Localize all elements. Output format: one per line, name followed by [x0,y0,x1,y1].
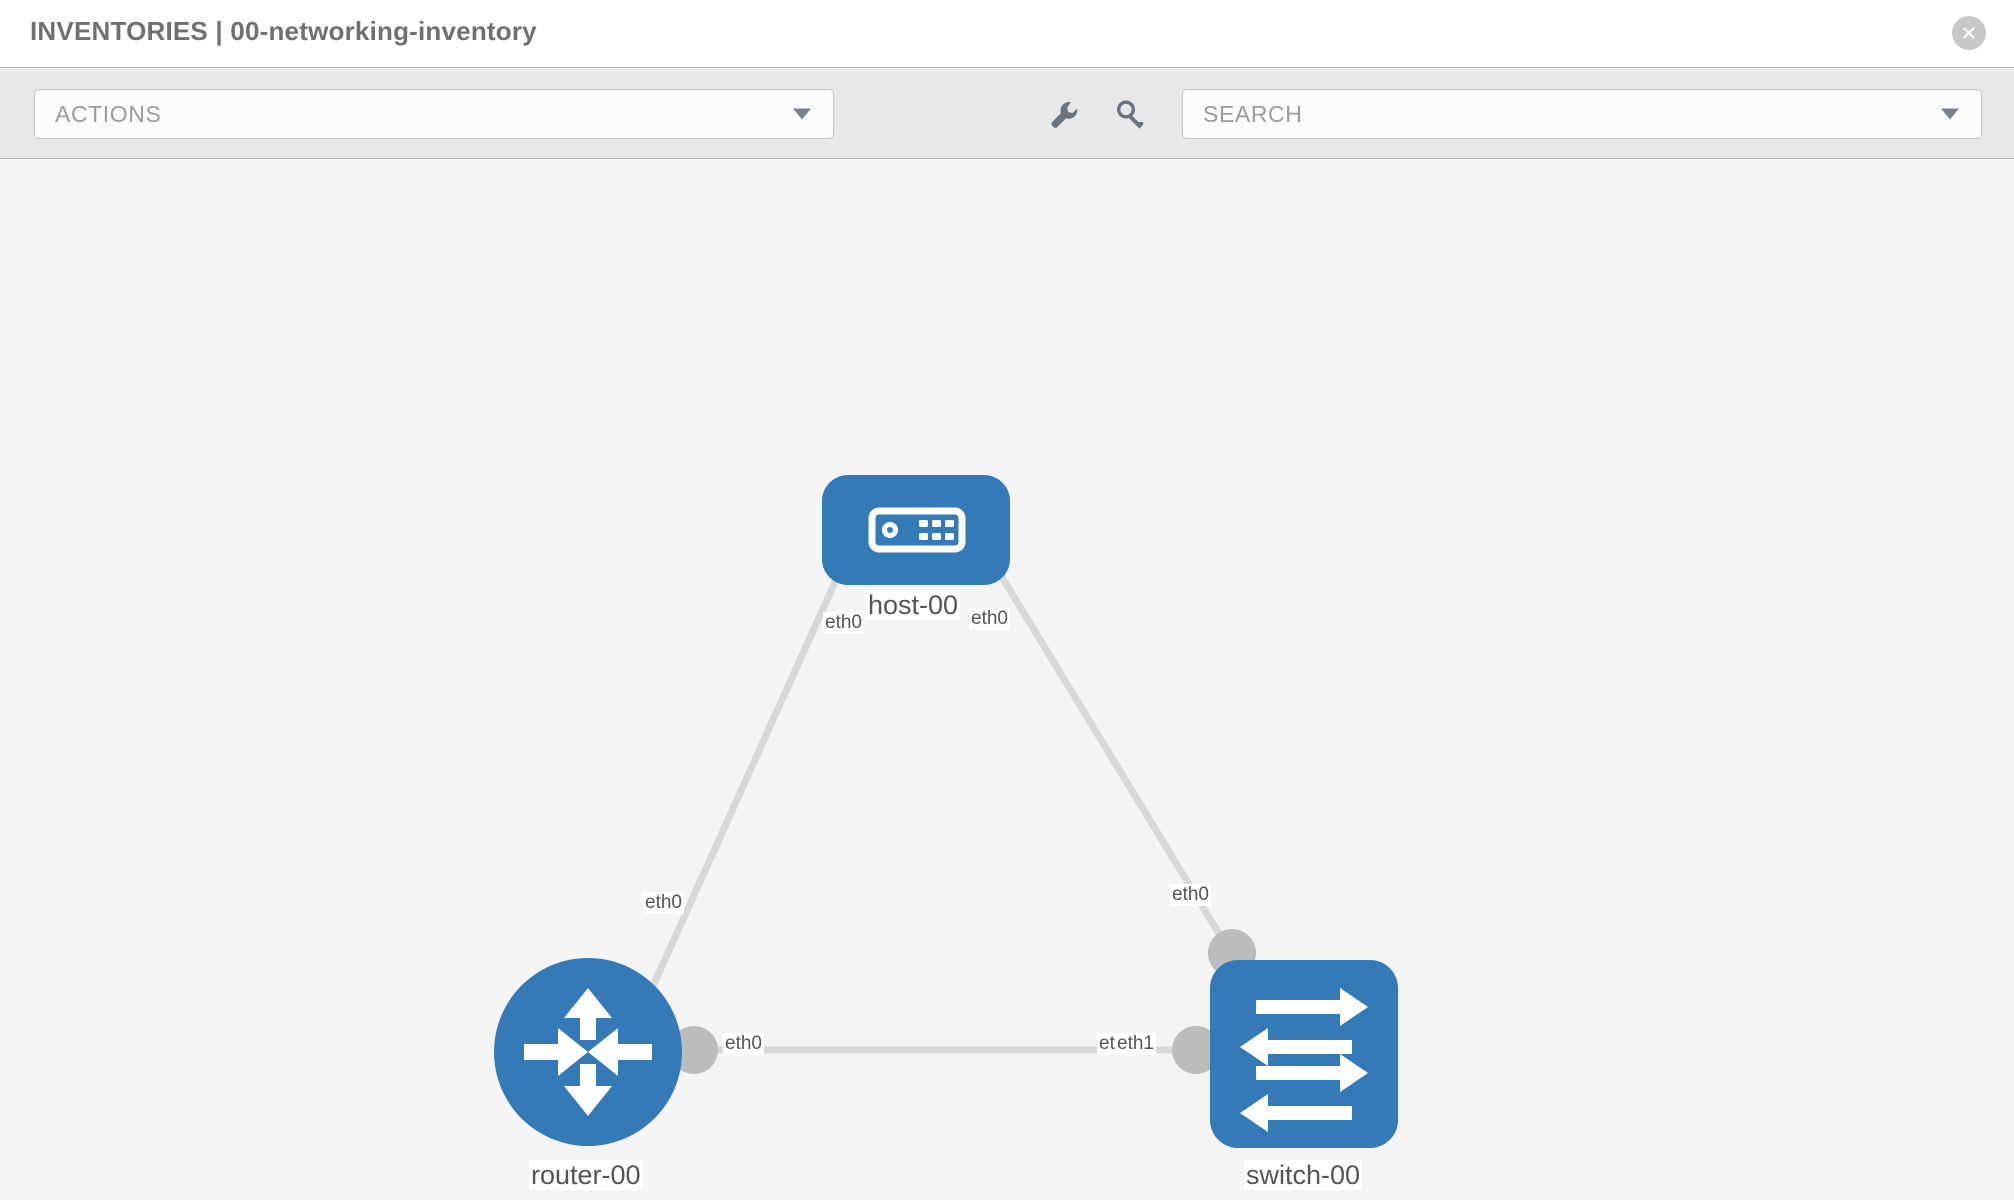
iface-stub-router-eth0 [670,1026,718,1074]
edge-host-router [636,498,876,1017]
topology-graph [494,475,1398,1148]
actions-dropdown[interactable]: ACTIONS [34,89,834,139]
search-input[interactable]: SEARCH [1182,89,1982,139]
server-appliance-icon [868,507,966,553]
toolbar: ACTIONS SEARCH [0,69,2014,159]
key-icon[interactable] [1112,95,1152,135]
node-host-00[interactable] [822,475,1010,585]
chevron-down-icon[interactable] [1941,108,1959,120]
node-label-switch-00: switch-00 [1244,1160,1363,1191]
iface-label-switch-eth1: eth1 [1115,1033,1156,1055]
node-switch-00[interactable] [1210,960,1398,1148]
search-placeholder: SEARCH [1203,100,1303,127]
iface-stub-switch-eth1 [1172,1026,1220,1074]
bidirectional-arrows-icon [1240,988,1368,1132]
close-icon[interactable] [1952,16,1986,50]
iface-label-router-eth0: eth0 [723,1033,764,1055]
wrench-icon[interactable] [1044,95,1084,135]
page-title: INVENTORIES | 00-networking-inventory [30,16,537,46]
iface-label-router-eth0-uplink: eth0 [643,892,684,914]
chevron-down-icon [793,108,811,120]
topology-canvas[interactable]: host-00 router-00 switch-00 eth0 eth0 et… [0,160,2014,1200]
four-arrows-inward-icon [524,988,652,1116]
node-label-host-00: host-00 [866,590,961,621]
node-router-00[interactable] [494,958,682,1146]
page-header: INVENTORIES | 00-networking-inventory [0,0,2014,68]
iface-label-host-eth0-right: eth0 [969,608,1010,630]
actions-dropdown-label: ACTIONS [55,100,162,127]
node-label-router-00: router-00 [529,1160,643,1191]
iface-label-switch-eth0-uplink: eth0 [1170,884,1211,906]
iface-label-host-eth0-left: eth0 [823,612,864,634]
